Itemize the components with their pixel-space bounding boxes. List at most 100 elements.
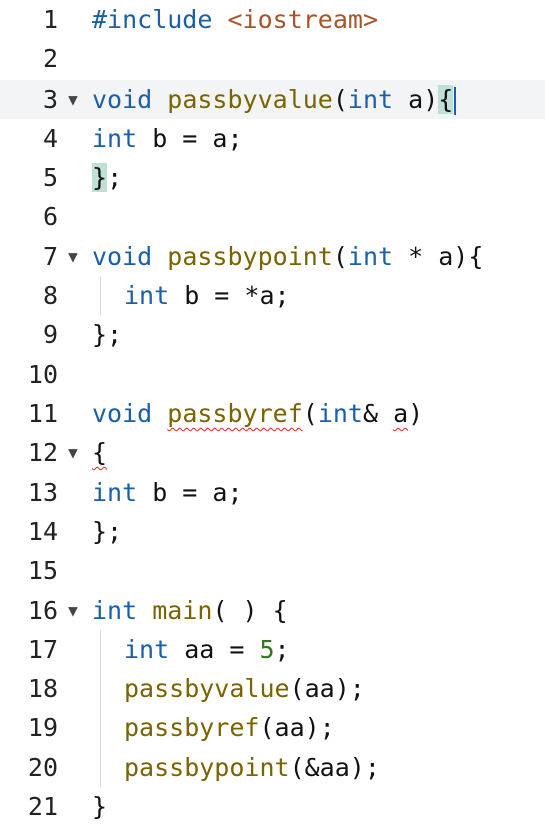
line-content[interactable]: passbypoint(&aa); — [124, 748, 380, 787]
line-number: 18 — [27, 674, 58, 703]
indent-guide — [100, 630, 101, 787]
line-content[interactable]: int b = a; — [92, 473, 243, 512]
line-number: 1 — [42, 5, 58, 34]
line-number: 2 — [42, 44, 58, 73]
space — [152, 85, 167, 114]
code-text: b = *a; — [169, 281, 290, 310]
line-content[interactable]: int b = a; — [92, 119, 243, 158]
code-text: aa = — [169, 635, 260, 664]
space — [137, 596, 152, 625]
code-line[interactable]: 21 } — [0, 787, 545, 826]
code-line[interactable]: 1 #include <iostream> — [0, 0, 545, 39]
code-line[interactable]: 20 passbypoint(&aa); — [0, 748, 545, 787]
code-line[interactable]: 10 — [0, 355, 545, 394]
code-line[interactable]: 2 — [0, 39, 545, 78]
indent-guide — [100, 276, 101, 315]
line-content[interactable]: }; — [92, 158, 122, 197]
code-line[interactable]: 4 int b = a; — [0, 119, 545, 158]
line-content[interactable]: { — [92, 433, 107, 472]
line-number: 3 — [42, 85, 58, 114]
code-line[interactable]: 19 passbyref(aa); — [0, 708, 545, 747]
keyword: void — [92, 85, 153, 114]
text-cursor — [454, 87, 457, 115]
code-text: }; — [92, 320, 123, 349]
line-content[interactable]: int b = *a; — [124, 276, 290, 315]
line-number: 11 — [27, 399, 58, 428]
line-content[interactable]: passbyvalue(aa); — [124, 669, 365, 708]
fold-toggle-icon[interactable]: ▼ — [68, 90, 78, 109]
code-line[interactable]: 13 int b = a; — [0, 473, 545, 512]
matched-bracket: { — [438, 85, 454, 114]
line-number: 5 — [42, 163, 58, 192]
code-text: b = a; — [137, 478, 243, 507]
code-text: b = a; — [137, 124, 243, 153]
space — [152, 399, 167, 428]
code-text: ( ) { — [212, 596, 288, 625]
keyword: int — [124, 281, 170, 310]
line-content[interactable]: } — [92, 787, 107, 826]
code-line[interactable]: 16 ▼ int main( ) { — [0, 591, 545, 630]
code-text: (&aa); — [289, 753, 380, 782]
paren: ( — [332, 85, 348, 114]
line-content[interactable]: void passbyvalue(int a){ — [92, 80, 457, 119]
code-line[interactable]: 12 ▼ { — [0, 433, 545, 472]
space — [212, 5, 227, 34]
keyword: int — [92, 124, 138, 153]
code-line[interactable]: 8 int b = *a; — [0, 276, 545, 315]
fold-toggle-icon[interactable]: ▼ — [68, 601, 78, 620]
keyword: int — [317, 399, 363, 428]
code-text: * a){ — [393, 242, 484, 271]
keyword: int — [347, 85, 394, 114]
matched-bracket: } — [92, 163, 108, 192]
line-number: 9 — [42, 320, 58, 349]
include-path: <iostream> — [227, 5, 378, 34]
function-name: main — [152, 596, 213, 625]
line-number: 14 — [27, 517, 58, 546]
line-content[interactable]: }; — [92, 512, 122, 551]
brace-error[interactable]: { — [92, 438, 108, 467]
code-text: (aa); — [259, 713, 335, 742]
code-line[interactable]: 18 passbyvalue(aa); — [0, 669, 545, 708]
paren: ) — [423, 85, 439, 114]
line-content[interactable]: }; — [92, 315, 122, 354]
paren: ( — [302, 399, 318, 428]
paren: ) — [408, 399, 424, 428]
parameter-error[interactable]: a — [393, 399, 409, 428]
line-content[interactable]: #include <iostream> — [92, 0, 378, 39]
code-text: & — [362, 399, 394, 428]
space — [393, 85, 408, 114]
code-line[interactable]: 15 — [0, 551, 545, 590]
function-name: passbyvalue — [167, 85, 333, 114]
line-number: 21 — [27, 792, 58, 821]
line-number: 12 — [27, 438, 58, 467]
code-line-current[interactable]: 3 ▼ void passbyvalue(int a){ — [0, 80, 545, 119]
code-line[interactable]: 7 ▼ void passbypoint(int * a){ — [0, 237, 545, 276]
space — [152, 242, 167, 271]
code-line[interactable]: 6 — [0, 197, 545, 236]
function-name-error[interactable]: passbyref — [167, 399, 303, 428]
line-content[interactable]: void passbypoint(int * a){ — [92, 237, 483, 276]
line-content[interactable]: passbyref(aa); — [124, 708, 335, 747]
line-number: 4 — [42, 124, 58, 153]
code-line[interactable]: 11 void passbyref(int& a) — [0, 394, 545, 433]
line-content[interactable]: void passbyref(int& a) — [92, 394, 423, 433]
code-line[interactable]: 14 }; — [0, 512, 545, 551]
code-line[interactable]: 9 }; — [0, 315, 545, 354]
line-number: 13 — [27, 478, 58, 507]
line-number: 19 — [27, 713, 58, 742]
line-number: 8 — [42, 281, 58, 310]
line-number: 16 — [27, 596, 58, 625]
keyword: void — [92, 242, 153, 271]
code-line[interactable]: 17 int aa = 5; — [0, 630, 545, 669]
line-content[interactable]: int main( ) { — [92, 591, 288, 630]
keyword: int — [347, 242, 394, 271]
line-content[interactable]: int aa = 5; — [124, 630, 290, 669]
function-call: passbyref — [124, 713, 260, 742]
fold-toggle-icon[interactable]: ▼ — [68, 247, 78, 266]
line-number: 7 — [42, 242, 58, 271]
code-text: ; — [107, 163, 123, 192]
code-line[interactable]: 5 }; — [0, 158, 545, 197]
fold-toggle-icon[interactable]: ▼ — [68, 443, 78, 462]
code-text: }; — [92, 517, 123, 546]
